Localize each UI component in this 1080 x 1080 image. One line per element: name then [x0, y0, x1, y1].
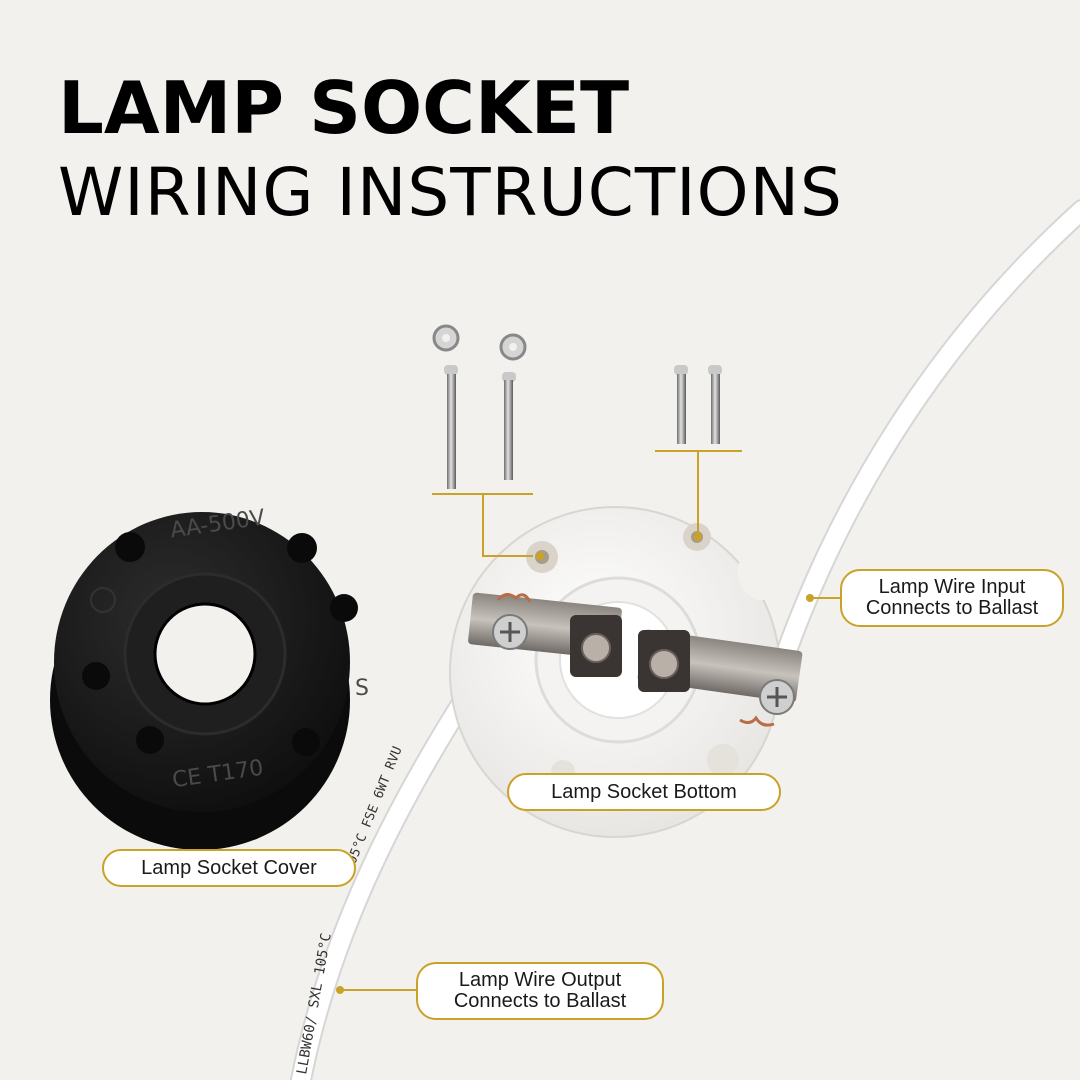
label-socket-bottom: Lamp Socket Bottom: [507, 773, 781, 811]
label-wire-input-line1: Lamp Wire Input: [878, 576, 1026, 598]
label-wire-output-line1: Lamp Wire Output: [458, 969, 622, 991]
cover-text-side: S: [355, 676, 369, 701]
label-wire-output: Lamp Wire Output Connects to Ballast: [416, 962, 664, 1020]
screws-long: [432, 324, 527, 489]
label-socket-cover: Lamp Socket Cover: [102, 849, 356, 887]
callout-lines: [340, 450, 842, 991]
label-socket-bottom-text: Lamp Socket Bottom: [551, 780, 737, 803]
screws-short: [674, 365, 722, 444]
socket-cover: AA-500V CE T170 S: [50, 505, 369, 850]
mount-hole-bottom: [707, 744, 739, 776]
label-wire-output-line2: Connects to Ballast: [453, 990, 627, 1012]
label-wire-input-line2: Connects to Ballast: [865, 597, 1039, 619]
title-line-1: LAMP SOCKET: [58, 66, 630, 150]
label-wire-input: Lamp Wire Input Connects to Ballast: [840, 569, 1064, 627]
socket-bottom: [449, 506, 803, 838]
label-socket-cover-text: Lamp Socket Cover: [141, 856, 317, 879]
title-line-2: WIRING INSTRUCTIONS: [58, 154, 843, 231]
